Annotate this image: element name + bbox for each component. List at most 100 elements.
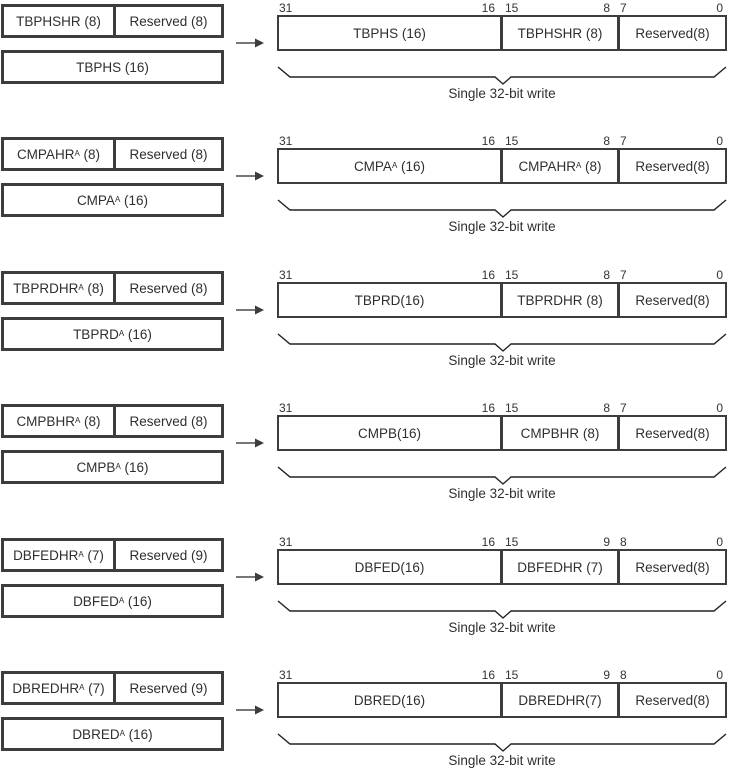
bit-label-16: 16	[481, 134, 495, 148]
register-name: Reserved	[635, 25, 694, 41]
combined-32bit-register: DBRED(16) DBREDHR(7) Reserved(8)	[277, 682, 727, 718]
register-width: (16)	[120, 459, 149, 475]
bit-label-16: 16	[481, 401, 495, 415]
base-register-box: TBPHS (16)	[1, 50, 224, 84]
register-name: DBFED	[354, 559, 401, 575]
arrow-right-icon	[236, 38, 264, 48]
underbrace-icon	[277, 600, 727, 619]
register-width: (8)	[187, 413, 208, 429]
bit-label-15: 15	[505, 401, 519, 415]
register-width: (16)	[400, 292, 425, 308]
register-name: Reserved	[635, 158, 694, 174]
bit-label-15: 15	[505, 134, 519, 148]
bit-label-31: 31	[279, 134, 293, 148]
reserved-box: Reserved (8)	[113, 140, 221, 168]
bit-label-0: 0	[716, 134, 723, 148]
register-width: (16)	[400, 559, 425, 575]
register-width: (8)	[187, 13, 208, 29]
bit-label-31: 31	[279, 535, 293, 549]
register-name: TBPRDHR	[13, 280, 79, 296]
register-width: (8)	[693, 292, 710, 308]
field-hr-byte: DBREDHR(7)	[500, 684, 617, 716]
arrow-right-icon	[236, 572, 264, 582]
underbrace-icon	[277, 466, 727, 485]
bit-label-0: 0	[716, 401, 723, 415]
arrow-right-icon	[236, 171, 264, 181]
bit-label-16: 16	[481, 668, 495, 682]
register-width: (8)	[83, 280, 104, 296]
register-name: DBRED	[353, 692, 402, 708]
register-name: DBFEDHR	[517, 559, 583, 575]
register-width: (16)	[124, 326, 152, 342]
single-write-caption: Single 32-bit write	[448, 353, 556, 368]
bit-label-0: 0	[716, 668, 723, 682]
reserved-box: Reserved (8)	[113, 7, 221, 35]
register-name: DBREDHR	[518, 692, 586, 708]
bit-label-mid-high: 8	[603, 134, 610, 148]
register-name: Reserved	[129, 547, 188, 563]
arrow-right-icon	[236, 438, 264, 448]
single-write-caption: Single 32-bit write	[448, 620, 556, 635]
single-write-caption: Single 32-bit write	[448, 753, 556, 768]
field-high-16: TBPHS (16)	[279, 17, 500, 49]
bit-label-0: 0	[716, 1, 723, 15]
underbrace-icon	[277, 66, 727, 85]
register-width: (7)	[84, 680, 105, 696]
bit-label-0: 0	[716, 535, 723, 549]
register-width: (8)	[187, 280, 208, 296]
register-name: DBFED	[73, 593, 119, 609]
register-name: DBRED	[72, 726, 120, 742]
register-width: (9)	[187, 680, 208, 696]
register-width: (16)	[121, 59, 149, 75]
register-name: TBPHSHR	[16, 13, 81, 29]
register-width: (8)	[693, 158, 710, 174]
register-width: (16)	[397, 158, 426, 174]
field-hr-byte: DBFEDHR (7)	[500, 551, 617, 583]
register-width: (7)	[582, 559, 603, 575]
register-name: Reserved	[635, 425, 694, 441]
bit-label-31: 31	[279, 1, 293, 15]
bit-label-31: 31	[279, 268, 293, 282]
register-row: TBPHSHR (8) Reserved (8) TBPHS (16) 31 1…	[0, 2, 732, 107]
register-name: DBREDHR	[12, 680, 80, 696]
left-register-pair: TBPHSHR (8) Reserved (8)	[1, 4, 224, 38]
register-width: (16)	[397, 425, 422, 441]
bit-label-mid-high: 8	[603, 268, 610, 282]
register-name: CMPAHR	[518, 158, 576, 174]
underbrace-icon	[277, 199, 727, 218]
register-name: CMPBHR	[520, 425, 580, 441]
register-name: CMPA	[353, 158, 392, 174]
bit-label-16: 16	[481, 1, 495, 15]
register-name: Reserved	[129, 13, 188, 29]
underbrace-icon	[277, 333, 727, 352]
combined-32bit-register: DBFED(16) DBFEDHR (7) Reserved(8)	[277, 549, 727, 585]
hr-register-box: TBPHSHR (8)	[4, 7, 113, 35]
bit-label-15: 15	[505, 668, 519, 682]
field-high-16: CMPB(16)	[279, 417, 500, 449]
register-name: TBPHS	[353, 25, 399, 41]
register-width: (8)	[582, 25, 603, 41]
bit-label-mid-low: 7	[620, 401, 627, 415]
register-width: (7)	[83, 547, 104, 563]
register-width: (8)	[693, 692, 710, 708]
field-reserved: Reserved(8)	[617, 417, 725, 449]
register-name: CMPB	[357, 425, 397, 441]
register-width: (8)	[582, 292, 603, 308]
field-reserved: Reserved(8)	[617, 17, 725, 49]
register-name: TBPHS	[76, 59, 122, 75]
register-name: CMPAHR	[16, 146, 75, 162]
register-width: (16)	[401, 692, 426, 708]
